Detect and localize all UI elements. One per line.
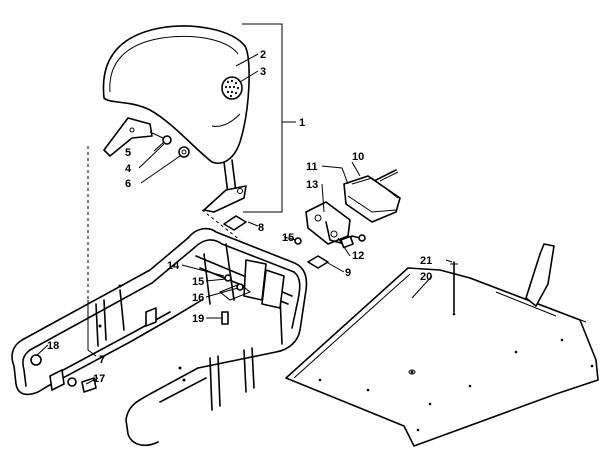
leader-lines xyxy=(35,53,453,385)
callout-2: 2 xyxy=(260,49,266,61)
callout-3: 3 xyxy=(260,66,266,78)
callout-labels: 1 2 3 4 5 6 7 8 9 10 11 12 13 14 15 15 1… xyxy=(47,49,432,385)
callout-5: 5 xyxy=(125,147,131,159)
callout-8: 8 xyxy=(258,222,264,234)
taillight-assembly xyxy=(223,169,401,269)
callout-17: 17 xyxy=(93,373,105,385)
callout-11: 11 xyxy=(306,161,318,173)
speaker-holes xyxy=(224,79,240,98)
callout-9: 9 xyxy=(345,267,351,279)
rear-rack xyxy=(11,227,308,447)
callout-21: 21 xyxy=(420,255,432,267)
backrest-assembly xyxy=(102,25,250,213)
callout-19: 19 xyxy=(192,313,204,325)
floor-panel xyxy=(285,243,599,447)
callout-15-lower: 15 xyxy=(192,276,204,288)
callout-20: 20 xyxy=(420,271,432,283)
callout-4: 4 xyxy=(125,163,132,175)
speaker-grille xyxy=(221,76,243,100)
callout-7: 7 xyxy=(99,354,105,366)
callout-13: 13 xyxy=(306,179,318,191)
leader-1-bracket xyxy=(242,23,283,213)
callout-15-upper: 15 xyxy=(282,232,294,244)
callout-18: 18 xyxy=(47,340,59,352)
callout-16: 16 xyxy=(192,292,204,304)
callout-1: 1 xyxy=(299,117,305,129)
callout-12: 12 xyxy=(352,250,364,262)
callout-10: 10 xyxy=(352,151,364,163)
callout-6: 6 xyxy=(125,178,131,190)
callout-14: 14 xyxy=(167,260,180,272)
